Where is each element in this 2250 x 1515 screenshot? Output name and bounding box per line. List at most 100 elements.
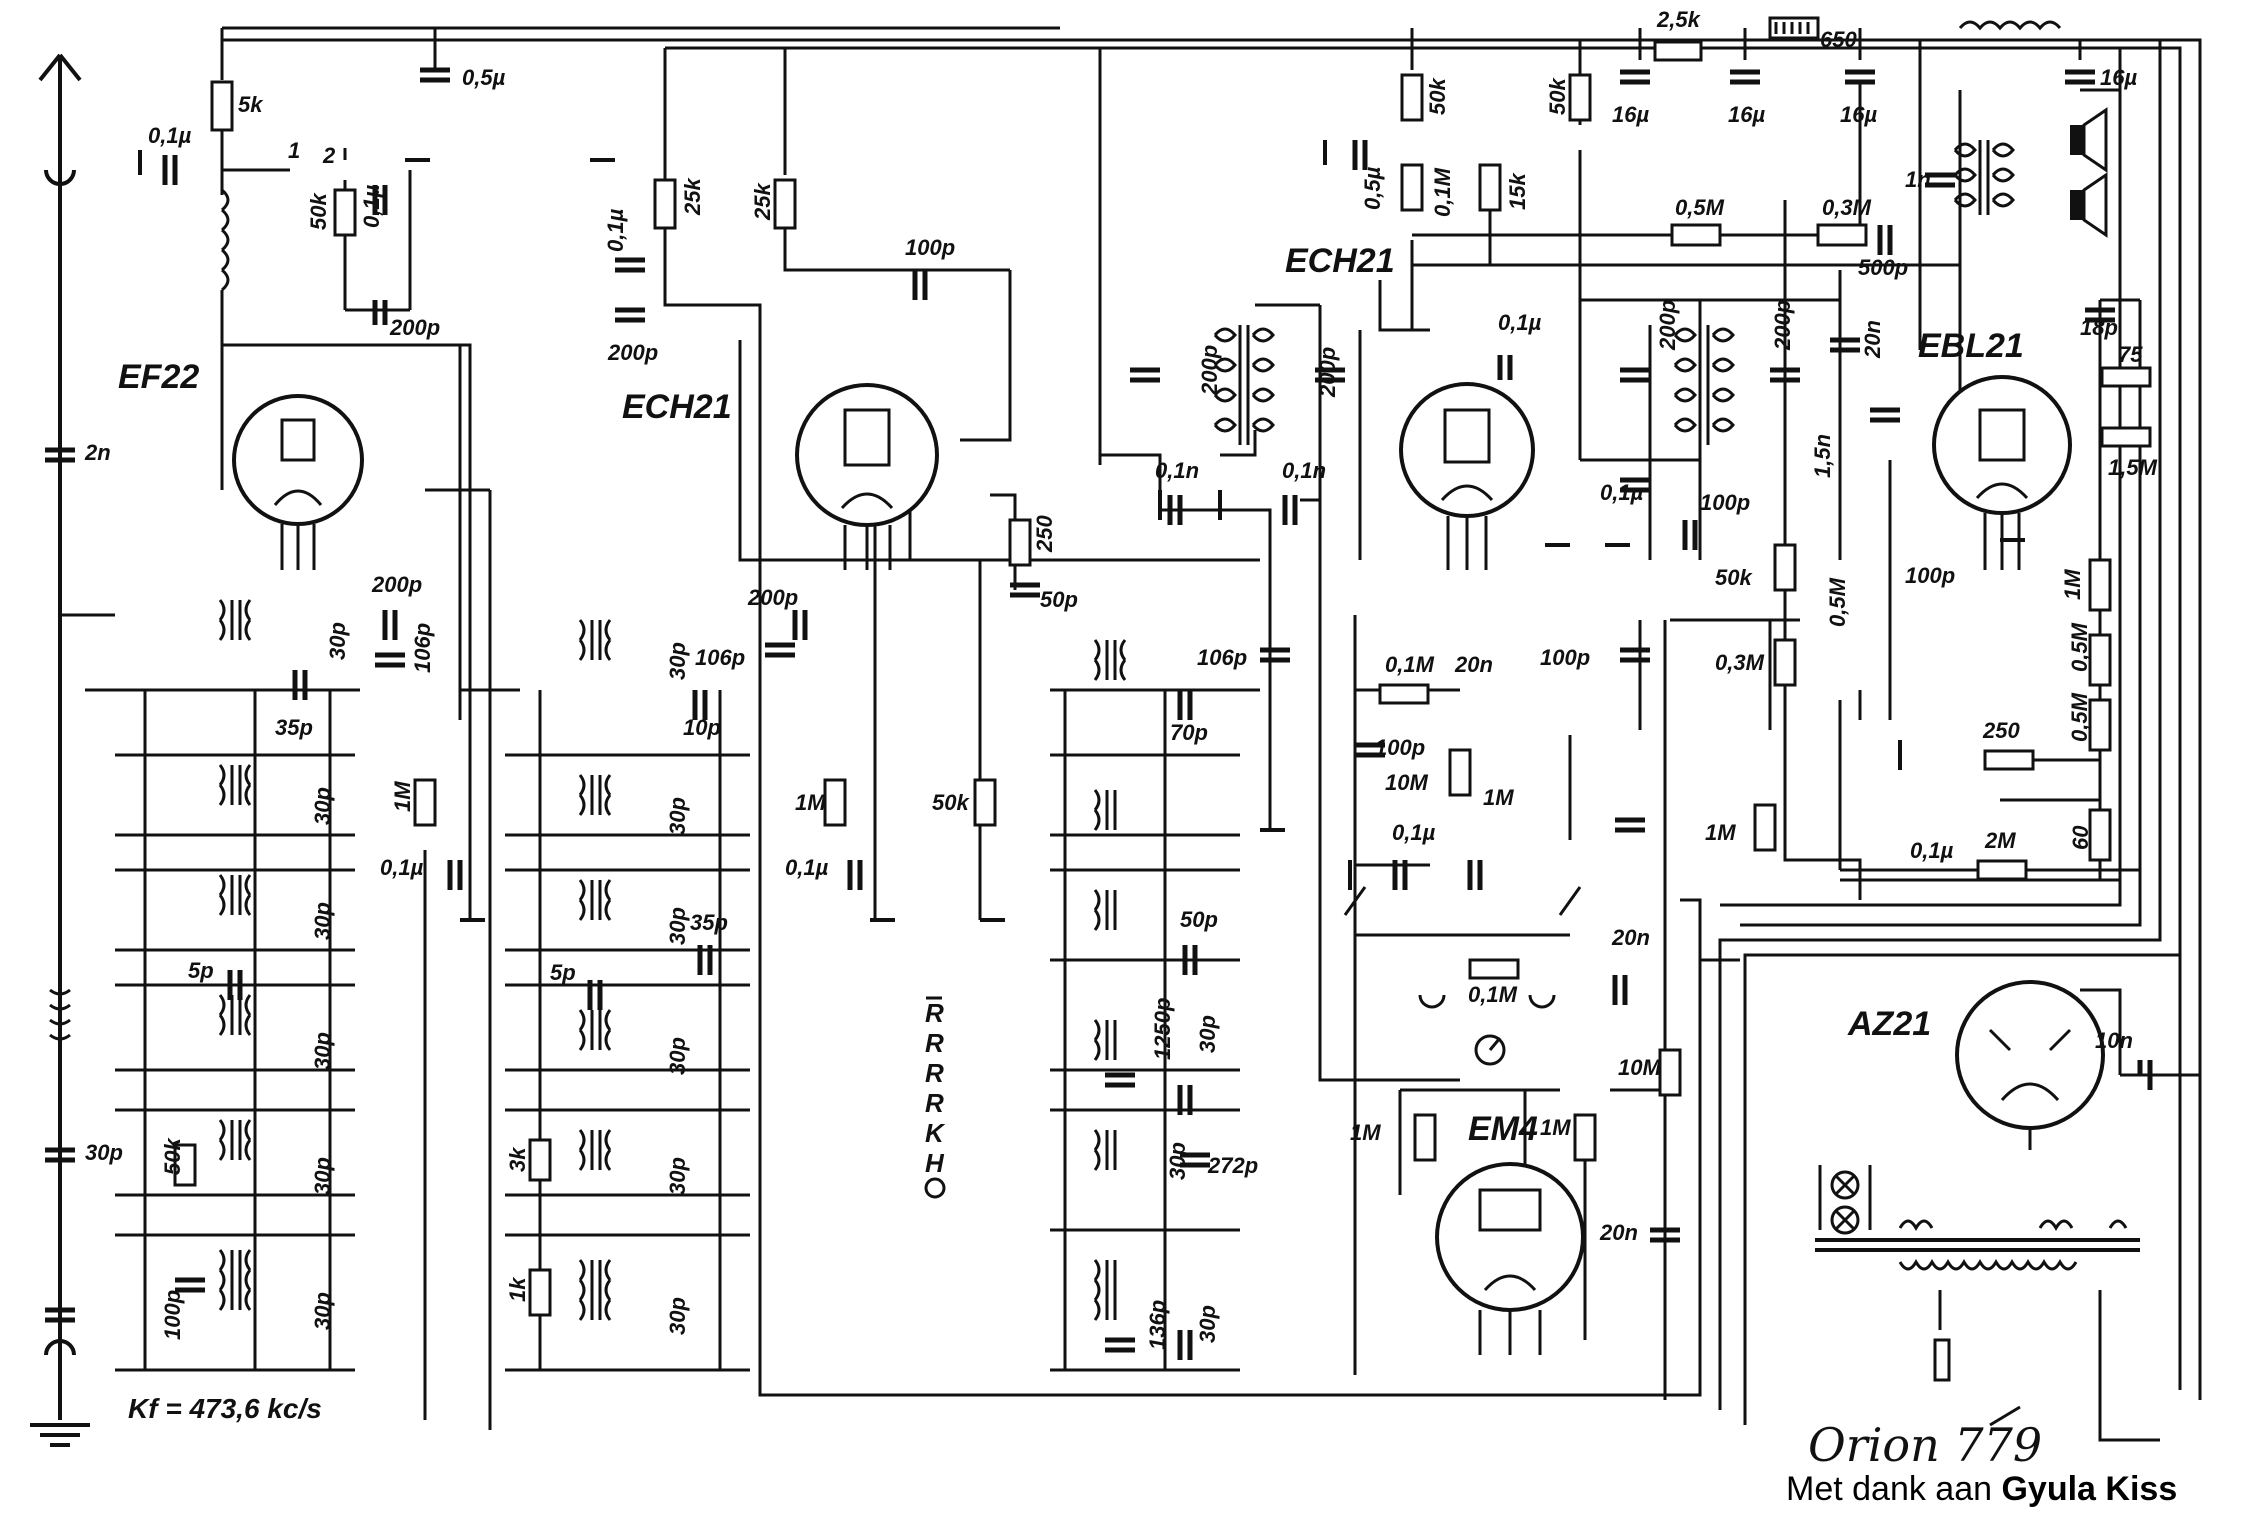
label-c35p-b: 35p bbox=[690, 910, 728, 935]
label-c30p-e: 30p bbox=[310, 1157, 335, 1195]
label-c01u-b: 0,1µ bbox=[359, 184, 384, 228]
output-transformer bbox=[1953, 140, 2015, 215]
label-c106p-a: 106p bbox=[410, 623, 435, 673]
label-r50k-f: 50k bbox=[932, 790, 970, 815]
credit-prefix: Met dank aan bbox=[1786, 1470, 1993, 1508]
label-r650: 650 bbox=[1820, 27, 1857, 52]
label-r15M: 1,5M bbox=[2108, 455, 2158, 480]
label-c01u-i: 0,1µ bbox=[785, 855, 829, 880]
label-c200p-c: 200p bbox=[1197, 345, 1222, 396]
label-r50k-c: 50k bbox=[1545, 77, 1570, 115]
label-c200p-e: 200p bbox=[1655, 300, 1680, 351]
label-r250-b: 250 bbox=[1032, 515, 1057, 553]
if-frequency-note: Kf = 473,6 kc/s bbox=[128, 1393, 322, 1424]
label-r01M-b: 0,1M bbox=[1385, 652, 1435, 677]
tube-az21 bbox=[1955, 980, 2105, 1150]
label-r3k: 3k bbox=[505, 1146, 530, 1172]
label-c272p: 272p bbox=[1207, 1153, 1258, 1178]
label-c200p-a: 200p bbox=[389, 315, 440, 340]
label-c200p-g: 200p bbox=[371, 572, 422, 597]
label-r05M-a: 0,5M bbox=[1675, 195, 1725, 220]
label-c05u-b: 0,5µ bbox=[1360, 166, 1385, 210]
diagram-title: Orion 779 bbox=[1808, 1418, 2043, 1472]
switch-legend-3: R bbox=[925, 1088, 944, 1118]
label-c30p-h: 30p bbox=[665, 797, 690, 835]
label-c100p-f: 100p bbox=[160, 1290, 185, 1340]
tube-ech21-mixer bbox=[795, 383, 939, 570]
label-r1M-d: 1M bbox=[1350, 1120, 1381, 1145]
label-c200p-f: 200p bbox=[1770, 300, 1795, 351]
label-c200p-d: 200p bbox=[1315, 347, 1340, 398]
label-c2n: 2n bbox=[84, 440, 111, 465]
label-c106p-b: 106p bbox=[695, 645, 745, 670]
label-c1250p: 1250p bbox=[1150, 998, 1175, 1060]
label-c100p-d: 100p bbox=[1540, 645, 1590, 670]
label-r60: 60 bbox=[2068, 825, 2093, 850]
label-c01u-f: 0,1µ bbox=[1392, 820, 1436, 845]
label-r2M: 2M bbox=[1984, 828, 2016, 853]
label-r250-a: 250 bbox=[1982, 718, 2020, 743]
if-transformer-1 bbox=[1213, 325, 1275, 445]
ground-marks bbox=[30, 53, 2025, 1447]
band-switch-legend: R R R R K H bbox=[924, 996, 946, 1199]
if-transformer-2 bbox=[1673, 325, 1735, 445]
credit-name: Gyula Kiss bbox=[2001, 1470, 2178, 1508]
component-value-labels: 5k 0,1µ 1 2 50k 0,1µ 200p 0,5µ 2n 30p 0,… bbox=[84, 7, 2158, 1350]
label-c01u-a: 0,1µ bbox=[148, 123, 192, 148]
label-r05M-b: 0,5M bbox=[1825, 577, 1850, 627]
tube-label-ebl21: EBL21 bbox=[1918, 327, 2024, 365]
label-c01n-b: 0,1n bbox=[1282, 458, 1326, 483]
speaker-icon-1 bbox=[2070, 107, 2108, 173]
switch-legend-5: H bbox=[925, 1148, 945, 1178]
label-c30p-b: 30p bbox=[310, 787, 335, 825]
rf-grid-lines bbox=[60, 613, 1260, 1372]
tube-em4 bbox=[1435, 1162, 1585, 1355]
label-r2-5k: 2,5k bbox=[1656, 7, 1702, 32]
label-c30p-g: 30p bbox=[665, 642, 690, 680]
tube-ef22 bbox=[232, 394, 364, 570]
label-c30p-a: 30p bbox=[325, 622, 350, 660]
wiring bbox=[58, 26, 2202, 1430]
speaker-icon-2 bbox=[2070, 172, 2108, 238]
label-r50k-d: 50k bbox=[1715, 565, 1753, 590]
label-c30p-m: 30p bbox=[1195, 1015, 1220, 1053]
mains-transformer bbox=[1815, 1165, 2160, 1442]
tuning-indicator-switch bbox=[1343, 886, 1582, 1066]
label-r01M-c: 0,1M bbox=[1468, 982, 1518, 1007]
label-c35p-a: 35p bbox=[275, 715, 313, 740]
label-c20n-d: 20n bbox=[1599, 1220, 1638, 1245]
tube-label-ef22: EF22 bbox=[118, 358, 199, 396]
label-r03M-a: 0,3M bbox=[1822, 195, 1872, 220]
label-node-2: 2 bbox=[322, 143, 336, 168]
label-c30p-d: 30p bbox=[310, 1032, 335, 1070]
label-c1n: 1n bbox=[1905, 167, 1931, 192]
switch-legend-1: R bbox=[925, 1028, 944, 1058]
label-r03M-b: 0,3M bbox=[1715, 650, 1765, 675]
label-c100p-b: 100p bbox=[1700, 490, 1750, 515]
label-c30p-f: 30p bbox=[310, 1292, 335, 1330]
label-c16u-a: 16µ bbox=[1612, 102, 1649, 127]
label-r50k-e: 50k bbox=[160, 1137, 185, 1175]
label-c18p: 18p bbox=[2080, 315, 2118, 340]
label-c5p-a: 5p bbox=[188, 958, 214, 983]
switch-legend-0: R bbox=[925, 998, 944, 1028]
tube-ebl21 bbox=[1932, 375, 2072, 570]
label-r05M-c: 0,5M bbox=[2067, 622, 2092, 672]
label-r1M-c: 1M bbox=[1705, 820, 1736, 845]
label-r25k-b: 25k bbox=[750, 182, 775, 221]
label-c20n-a: 20n bbox=[1860, 320, 1885, 359]
label-c136p: 136p bbox=[1145, 1300, 1170, 1350]
label-r05M-d: 0,5M bbox=[2067, 692, 2092, 742]
label-c01u-e: 0,1µ bbox=[1600, 480, 1644, 505]
label-c10p: 10p bbox=[683, 715, 721, 740]
label-c500p: 500p bbox=[1858, 255, 1908, 280]
tube-ech21-if bbox=[1399, 382, 1535, 570]
label-c20n-c: 20n bbox=[1611, 925, 1650, 950]
label-c10n: 10n bbox=[2095, 1028, 2133, 1053]
label-c01u-g: 0,1µ bbox=[1910, 838, 1954, 863]
label-c20n-b: 20n bbox=[1454, 652, 1493, 677]
label-c16u-c: 16µ bbox=[1840, 102, 1877, 127]
label-r1M-a: 1M bbox=[2060, 569, 2085, 600]
label-c30p-l: 30p bbox=[665, 1297, 690, 1335]
